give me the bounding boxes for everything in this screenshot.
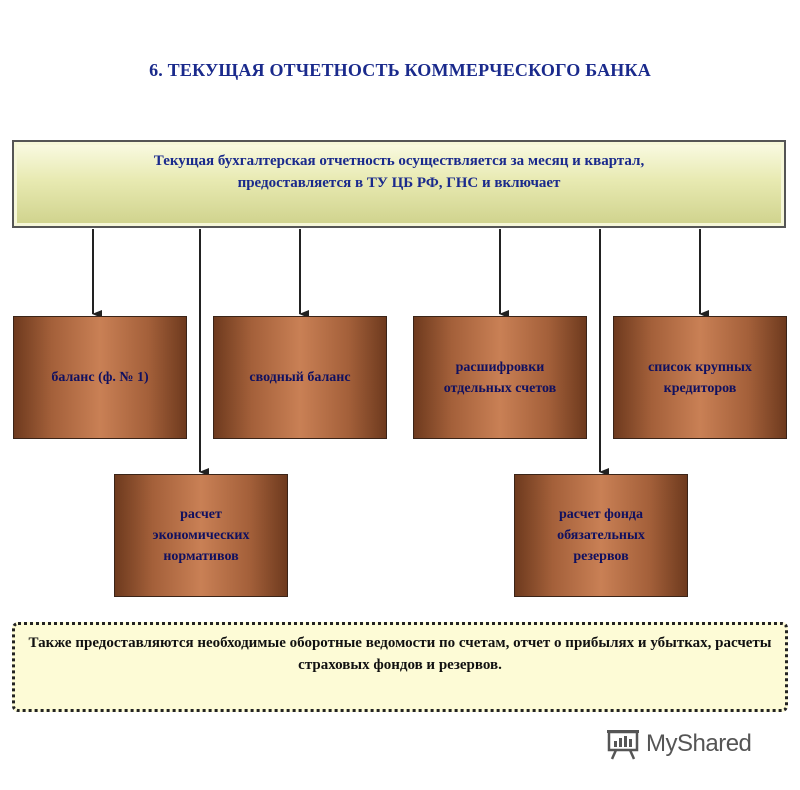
node-creditors-list: список крупных кредиторов: [613, 316, 787, 439]
additional-reports-text: Также предоставляются необходимые оборот…: [28, 635, 772, 673]
watermark-text: MyShared: [646, 730, 752, 757]
node-consolidated-balance: сводный баланс: [213, 316, 387, 439]
node-account-breakdowns: расшифровки отдельных счетов: [413, 316, 587, 439]
node-reserve-fund: расчет фонда обязательных резервов: [514, 474, 688, 597]
node-consolidated-balance-label: сводный баланс: [249, 370, 351, 385]
reporting-summary-text: Текущая бухгалтерская отчетность осущест…: [153, 153, 645, 191]
node-account-breakdowns-label: расшифровки отдельных счетов: [443, 359, 557, 396]
page-title: 6. ТЕКУЩАЯ ОТЧЕТНОСТЬ КОММЕРЧЕСКОГО БАНК…: [149, 60, 651, 80]
node-balance: баланс (ф. № 1): [13, 316, 187, 439]
node-reserve-fund-label: расчет фонда обязательных резервов: [557, 507, 645, 564]
node-creditors-list-label: список крупных кредиторов: [648, 359, 752, 396]
node-economic-ratios-label: расчет экономических нормативов: [152, 507, 250, 564]
node-balance-label: баланс (ф. № 1): [51, 370, 149, 385]
presentation-board-icon: [607, 730, 639, 760]
additional-reports-box: Также предоставляются необходимые оборот…: [12, 622, 788, 712]
node-economic-ratios: расчет экономических нормативов: [114, 474, 288, 597]
reporting-summary-box: Текущая бухгалтерская отчетность осущест…: [12, 140, 786, 228]
watermark-logo: MyShared: [606, 724, 752, 764]
